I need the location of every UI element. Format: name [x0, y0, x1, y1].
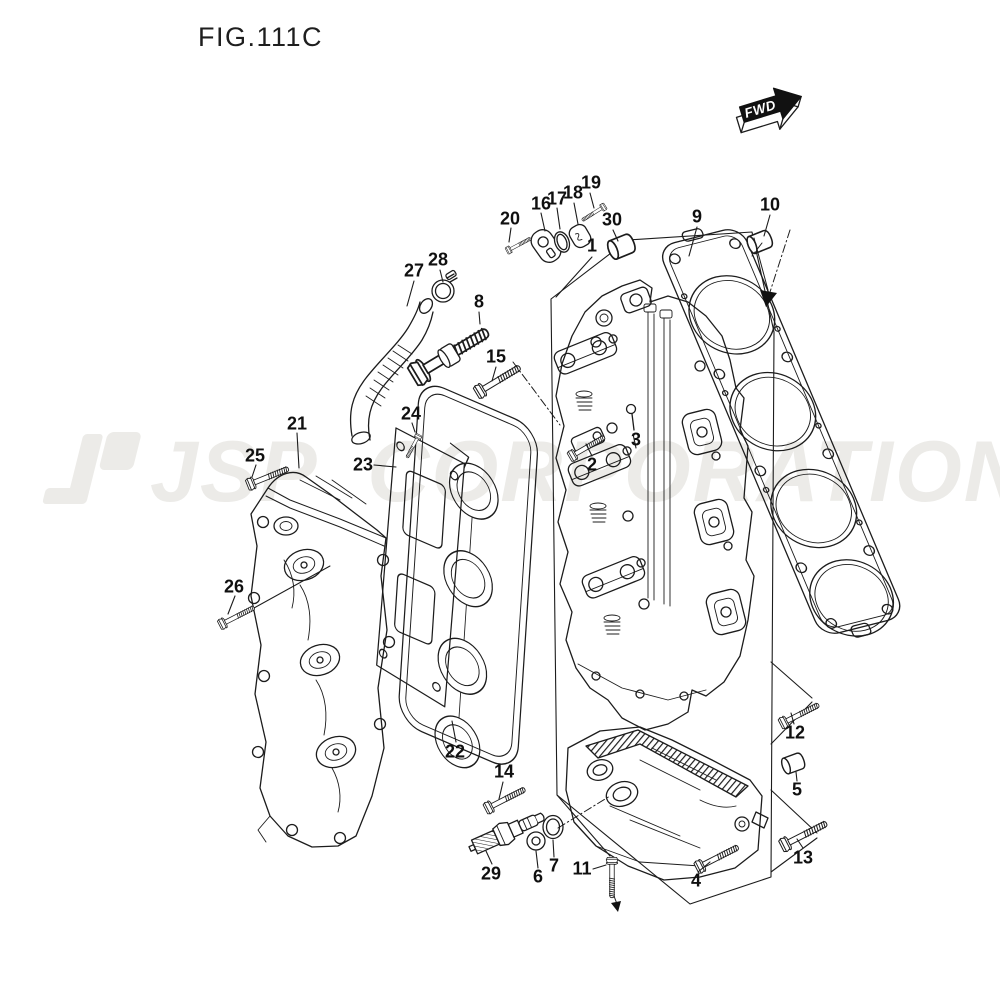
- part-callout-9: 9: [691, 206, 703, 227]
- part-callout-28: 28: [427, 249, 449, 270]
- part-27-breather-hose: [349, 298, 434, 445]
- part-callout-29: 29: [480, 863, 502, 884]
- part-callout-7: 7: [548, 855, 560, 876]
- part-22-cover-gasket: [398, 385, 539, 769]
- part-6-washer: [526, 831, 546, 851]
- part-callout-22: 22: [444, 741, 466, 762]
- part-callout-6: 6: [532, 866, 544, 887]
- part-callout-13: 13: [792, 847, 814, 868]
- fwd-direction-badge: FWD: [735, 87, 802, 134]
- part-callout-23: 23: [352, 454, 374, 475]
- part-callout-15: 15: [485, 346, 507, 367]
- alignment-lines: [253, 229, 791, 912]
- part-callout-24: 24: [400, 403, 422, 424]
- part-callout-21: 21: [286, 413, 308, 434]
- figure-title: FIG.111C: [198, 22, 324, 52]
- part-16-sensor: [530, 229, 562, 263]
- part-8-collar: [437, 343, 461, 369]
- part-callout-25: 25: [244, 445, 266, 466]
- part-callout-20: 20: [499, 208, 521, 229]
- part-callout-18: 18: [562, 182, 584, 203]
- part-17-o-ring: [553, 231, 571, 253]
- part-1-cylinder-head: [553, 279, 755, 731]
- assembly-frame-box: [550, 231, 818, 905]
- part-callout-2: 2: [586, 454, 598, 475]
- part-callout-30: 30: [601, 209, 623, 230]
- part-29-spark-plug: [468, 812, 545, 855]
- part-callout-16: 16: [530, 193, 552, 214]
- part-callout-12: 12: [784, 722, 806, 743]
- part-21-valve-cover: [247, 471, 396, 848]
- part-callout-10: 10: [759, 194, 781, 215]
- part-callout-1: 1: [586, 235, 598, 256]
- part-18-cap: [568, 223, 592, 249]
- part-3-stud: [625, 403, 637, 431]
- part-callout-11: 11: [572, 858, 592, 879]
- part-callout-17: 17: [546, 188, 568, 209]
- part-callout-26: 26: [223, 576, 245, 597]
- part-callout-4: 4: [690, 870, 702, 891]
- part-callout-3: 3: [630, 429, 642, 450]
- part-callout-14: 14: [493, 761, 515, 782]
- part-callout-5: 5: [791, 779, 803, 800]
- part-4-lower-housing: [565, 726, 769, 881]
- leader-lines: [227, 192, 804, 873]
- part-23-breather-plate: [376, 427, 470, 708]
- part-callout-27: 27: [403, 260, 425, 281]
- part-callout-8: 8: [473, 291, 485, 312]
- part-callout-19: 19: [580, 172, 602, 193]
